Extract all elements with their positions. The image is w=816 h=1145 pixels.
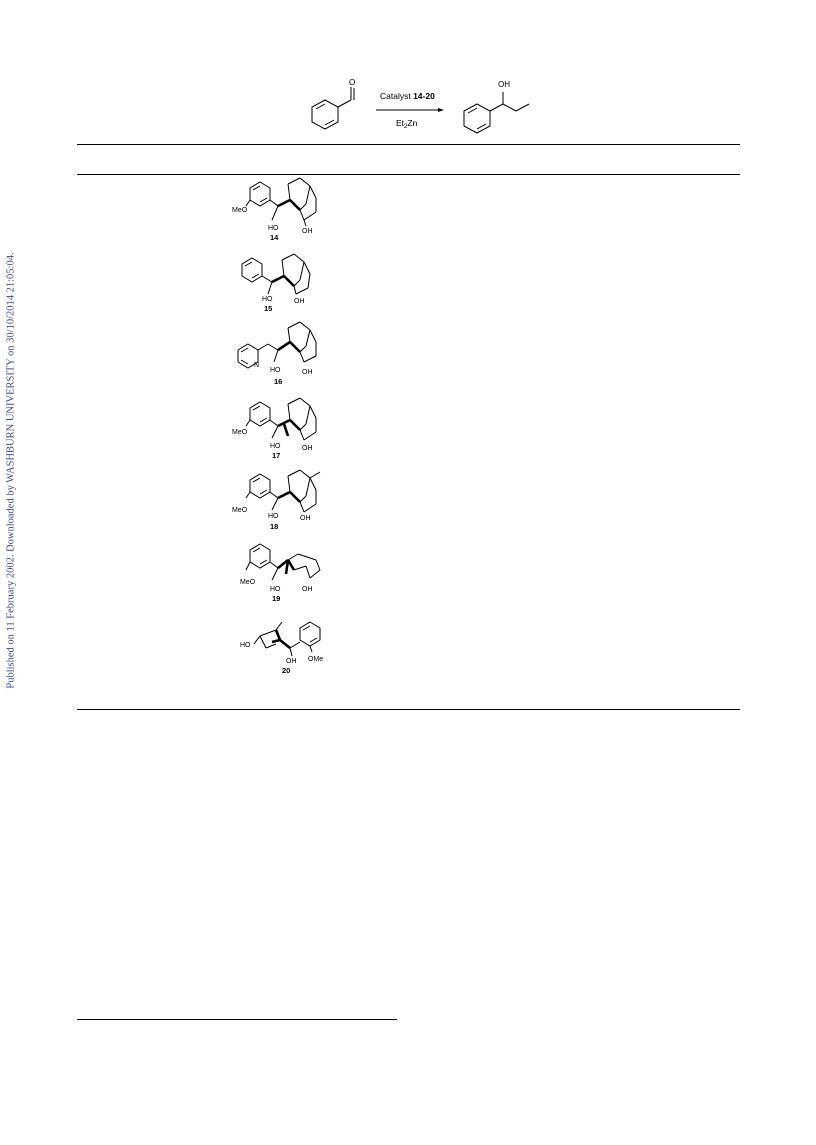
svg-text:OMe: OMe — [308, 656, 323, 663]
svg-text:N: N — [254, 362, 259, 369]
catalyst-structure-14: MeO HO OH 14 — [232, 176, 342, 248]
svg-text:MeO: MeO — [232, 429, 248, 436]
catalyst-number-15: 15 — [264, 304, 272, 313]
catalyst-number-18: 18 — [270, 522, 278, 531]
svg-text:OH: OH — [302, 228, 313, 235]
carbonyl-oxygen-label: O — [349, 78, 355, 87]
svg-text:MeO: MeO — [232, 507, 248, 514]
catalyst-structure-15: HO OH 15 — [232, 250, 342, 322]
svg-text:OH: OH — [302, 586, 313, 593]
catalyst-number-20: 20 — [282, 666, 290, 675]
reaction-scheme-svg: O Catalyst 14-20 Et2Zn OH — [311, 78, 530, 134]
svg-text:MeO: MeO — [232, 207, 248, 214]
svg-text:OH: OH — [302, 369, 313, 376]
table-top-rule — [77, 144, 740, 145]
table-bottom-rule — [77, 709, 740, 710]
catalyst-structure-16: N HO OH 16 — [232, 321, 342, 394]
catalyst-number-14: 14 — [270, 233, 279, 242]
svg-text:OH: OH — [286, 658, 297, 665]
catalyst-number-17: 17 — [272, 451, 280, 460]
reagent-label: Et2Zn — [396, 118, 418, 130]
catalyst-range: 14-20 — [413, 91, 435, 101]
svg-text:MeO: MeO — [240, 579, 256, 586]
product-structure — [463, 92, 530, 134]
footnote-rule — [77, 1019, 397, 1020]
reaction-scheme: O Catalyst 14-20 Et2Zn OH — [300, 72, 560, 142]
benzaldehyde-structure — [311, 87, 355, 130]
download-watermark-text: Published on 11 February 2002. Downloade… — [5, 252, 17, 689]
svg-text:HO: HO — [268, 225, 279, 232]
reaction-arrow — [376, 108, 444, 112]
download-watermark: Published on 11 February 2002. Downloade… — [3, 0, 19, 1145]
catalyst-number-19: 19 — [272, 594, 280, 603]
svg-text:HO: HO — [240, 642, 251, 649]
catalyst-structure-20: HO OH OMe 20 — [232, 614, 342, 686]
table-header-rule — [77, 174, 740, 175]
product-hydroxyl-label: OH — [498, 80, 510, 89]
svg-text:HO: HO — [270, 586, 281, 593]
svg-text:OH: OH — [302, 445, 313, 452]
catalyst-number-16: 16 — [274, 377, 282, 386]
svg-text:HO: HO — [268, 513, 279, 520]
catalyst-structure-17: MeO HO OH 17 — [232, 396, 342, 468]
svg-text:HO: HO — [270, 443, 281, 450]
catalyst-structure-19: MeO HO OH 19 — [232, 540, 342, 612]
svg-text:OH: OH — [300, 515, 311, 522]
svg-text:HO: HO — [262, 296, 273, 303]
svg-text:OH: OH — [294, 298, 305, 305]
catalyst-label: Catalyst 14-20 — [380, 91, 435, 101]
svg-text:HO: HO — [270, 367, 281, 374]
catalyst-structure-18: MeO HO OH 18 — [232, 468, 342, 540]
